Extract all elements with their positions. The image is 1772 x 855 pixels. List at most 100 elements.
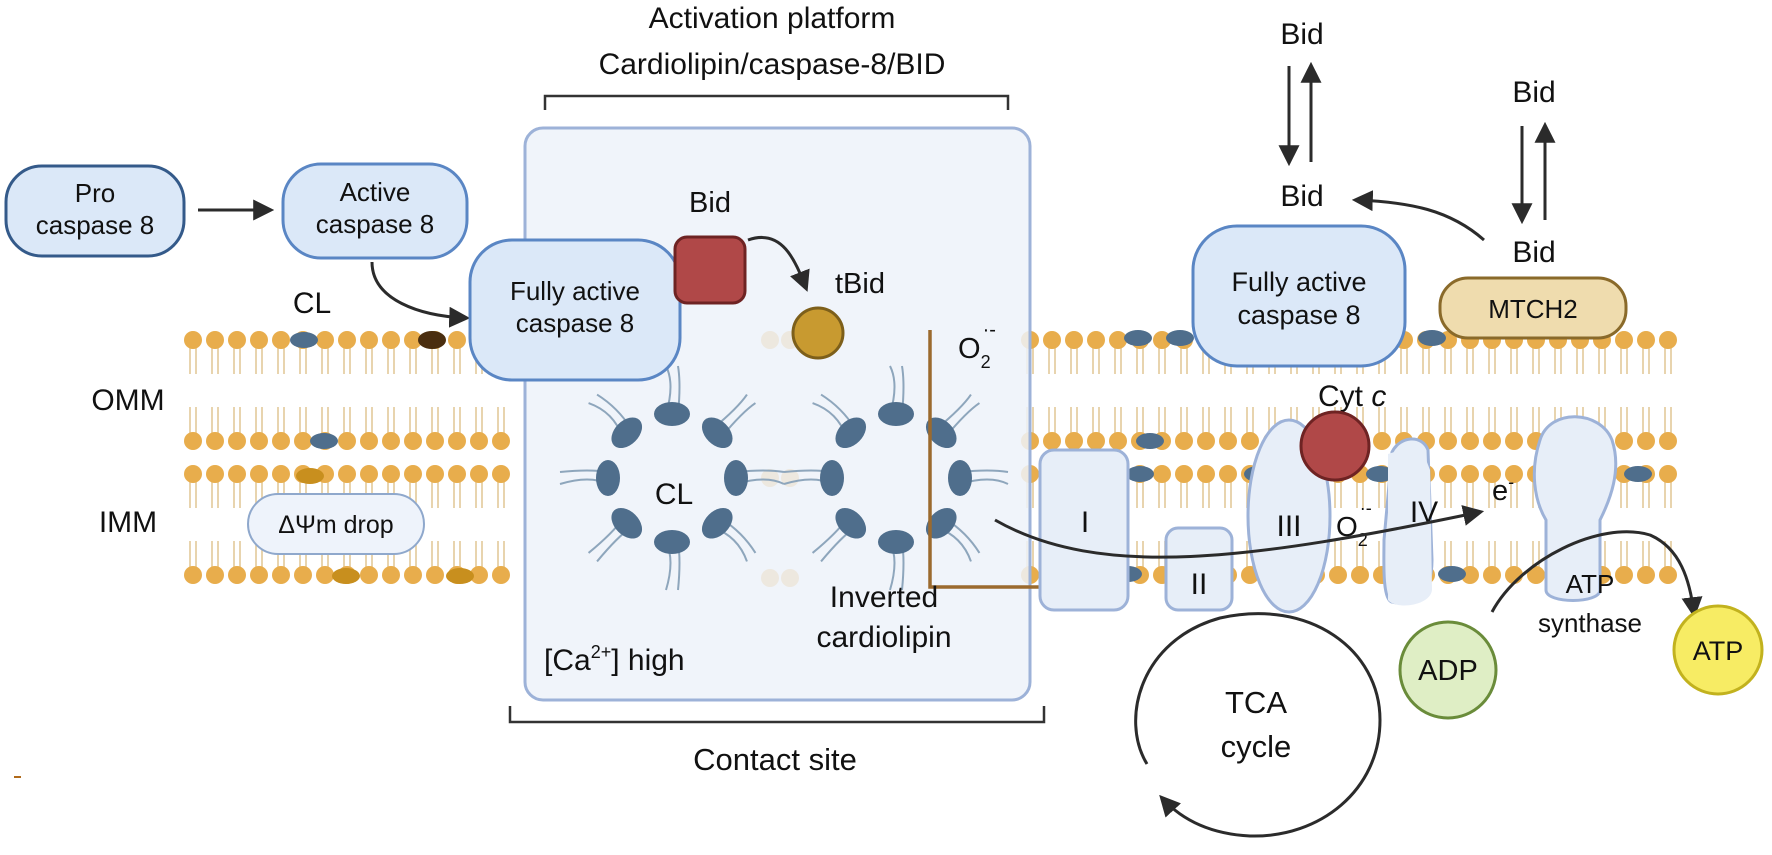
lipid-head [1461, 465, 1479, 483]
active-caspase-label-2: caspase 8 [316, 209, 435, 239]
lipid-head [382, 432, 400, 450]
cyt-c-label: Cyt c [1318, 380, 1386, 413]
lipid-head [1505, 432, 1523, 450]
arrow-bid-mtch-to-bid [1351, 190, 1485, 242]
lipid-head [382, 566, 400, 584]
omm-label: OMM [91, 384, 164, 417]
complex-i-label: I [1081, 506, 1089, 539]
cardiolipin-head [1438, 566, 1466, 582]
lipid-head [448, 432, 466, 450]
complex-iii-label: III [1276, 510, 1301, 543]
lipid-head [1043, 432, 1061, 450]
lipid-head [1439, 432, 1457, 450]
cardiolipin-ring-head [701, 417, 733, 449]
complex-ii [1164, 526, 1234, 612]
tca-label-2: cycle [1221, 729, 1292, 764]
lipid-head [404, 566, 422, 584]
pro-caspase-label-2: caspase 8 [36, 210, 155, 240]
oxidized-lipid-head [418, 331, 446, 349]
cardiolipin-head [1136, 433, 1164, 449]
lipid-head [1219, 432, 1237, 450]
calcium-label: [Ca2+] high [544, 642, 685, 677]
superoxide-etc-base: O [1336, 511, 1358, 542]
lipid-head [338, 432, 356, 450]
calcium-open: [Ca [544, 644, 591, 677]
lipid-head [1087, 432, 1105, 450]
lipid-head [1637, 432, 1655, 450]
lipid-head [470, 566, 488, 584]
lipid-head [1043, 331, 1061, 349]
lipid-head [1615, 432, 1633, 450]
atp-synthase-label-2: synthase [1538, 608, 1642, 638]
electron-base: e [1492, 475, 1508, 507]
pro-caspase-8-box [4, 164, 186, 258]
cardiolipin-ring-head [701, 507, 733, 539]
mtch2-protein [1438, 276, 1628, 340]
superoxide-etc-subscript: 2 [1358, 530, 1368, 550]
electron-superscript: - [1508, 472, 1514, 492]
lipid-head [272, 566, 290, 584]
lipid-head [1527, 566, 1545, 584]
lipid-head [316, 331, 334, 349]
calcium-close: ] high [611, 644, 684, 677]
lipid-head [250, 566, 268, 584]
atp-circle [1672, 604, 1764, 696]
lipid-head [1241, 432, 1259, 450]
cl-top-label: CL [293, 287, 331, 320]
superoxide-etc-superscript: ·- [1360, 498, 1372, 518]
adp-label: ADP [1418, 655, 1478, 687]
lipid-head [272, 331, 290, 349]
tbid-label: tBid [835, 268, 885, 300]
lipid-head [382, 465, 400, 483]
lipid-head [338, 465, 356, 483]
lipid-head [492, 566, 510, 584]
lipid-head [228, 432, 246, 450]
lipid-head [1109, 331, 1127, 349]
lipid-head [1351, 566, 1369, 584]
lipid-head [1505, 465, 1523, 483]
electron-label: e- [1492, 472, 1514, 507]
bid-platform-label: Bid [689, 187, 731, 219]
atp-synthase-label-1: ATP [1566, 569, 1615, 599]
cyt-c-italic: c [1371, 380, 1386, 413]
dpsi-drop-label: ΔΨm drop [278, 511, 393, 539]
cardiolipin-head [1418, 330, 1446, 346]
lipid-head [1065, 331, 1083, 349]
electron-flow-arrow [994, 505, 1485, 559]
lipid-head [448, 331, 466, 349]
lipid-head [1175, 432, 1193, 450]
contact-site-bracket [508, 706, 1046, 724]
lipid-head [1615, 331, 1633, 349]
lipid-head [206, 432, 224, 450]
adp-circle [1398, 620, 1498, 720]
cardiolipin-head [290, 332, 318, 348]
lipid-head [1659, 465, 1677, 483]
lipid-head [1153, 465, 1171, 483]
calcium-superscript: 2+ [591, 642, 612, 662]
cardiolipin-ring-head [820, 460, 844, 496]
bid-mtch-label: Bid [1512, 236, 1555, 269]
lipid-head [184, 331, 202, 349]
lipid-head [1175, 465, 1193, 483]
lipid-head [1197, 465, 1215, 483]
atp-label: ATP [1693, 636, 1744, 666]
lipid-head [470, 432, 488, 450]
lipid-head [184, 465, 202, 483]
cardiolipin-head [1126, 466, 1154, 482]
tca-cycle-arrow [1134, 612, 1382, 838]
lipid-head [360, 465, 378, 483]
cardiolipin-head [1624, 466, 1652, 482]
lipid-head [426, 432, 444, 450]
cardiolipin-ring-head [878, 402, 914, 426]
superoxide-label-etc: O2 ·- [1336, 498, 1372, 550]
platform-subtitle: Cardiolipin/caspase-8/BID [599, 48, 946, 81]
lipid-head [250, 465, 268, 483]
cardiolipin-ring-head [948, 460, 972, 496]
dpsi-drop-box [247, 493, 425, 555]
cardiolipin-head [1124, 330, 1152, 346]
cardiolipin-ring-head [654, 530, 690, 554]
active-caspase-label-1: Active [340, 177, 411, 207]
lipid-head [1065, 432, 1083, 450]
complex-i [1038, 448, 1130, 612]
cl-ring-label: CL [655, 478, 693, 511]
